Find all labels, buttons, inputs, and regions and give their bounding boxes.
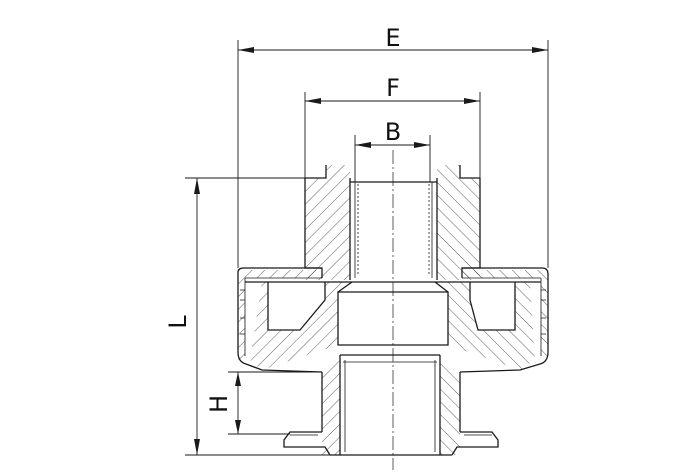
left-pocket <box>267 282 326 331</box>
dim-h-arrow-top <box>235 372 241 386</box>
dim-e-arrow-right <box>532 47 548 53</box>
dim-f-arrow-left <box>305 98 321 104</box>
cap-notch-right <box>541 289 546 335</box>
dim-e-arrow-left <box>238 47 254 53</box>
label-b: B <box>385 118 401 146</box>
label-f: F <box>386 74 400 102</box>
lower-thread <box>343 360 437 452</box>
cap-inner-line <box>244 277 542 356</box>
middle-bore <box>337 281 449 346</box>
top-bore <box>349 178 438 280</box>
dimension-labels: E F B L H <box>164 24 401 413</box>
dim-l-arrow-bottom <box>194 439 200 455</box>
dim-l-arrow-top <box>194 178 200 194</box>
label-l: L <box>164 315 192 329</box>
cap-outline <box>237 267 549 373</box>
label-e: E <box>385 24 400 52</box>
dim-b-arrow-right <box>414 142 430 148</box>
hatch-right-body <box>435 282 535 370</box>
hatch-right-sleeve <box>437 165 480 280</box>
dim-b-arrow-left <box>355 142 371 148</box>
hatched-sections <box>238 165 548 455</box>
bottom-flange <box>283 431 499 456</box>
hatch-right-neck <box>440 360 460 455</box>
label-h: H <box>205 395 233 413</box>
cap-notch-left <box>240 289 245 335</box>
lower-neck <box>321 354 461 455</box>
hatch-left-sleeve <box>305 165 350 280</box>
right-pocket <box>469 282 516 331</box>
dim-f-arrow-right <box>464 98 480 104</box>
dimension-lines <box>185 40 549 456</box>
dim-h-arrow-bottom <box>235 420 241 434</box>
hatch-left-neck <box>322 360 340 455</box>
hatch-left-body <box>250 282 352 370</box>
